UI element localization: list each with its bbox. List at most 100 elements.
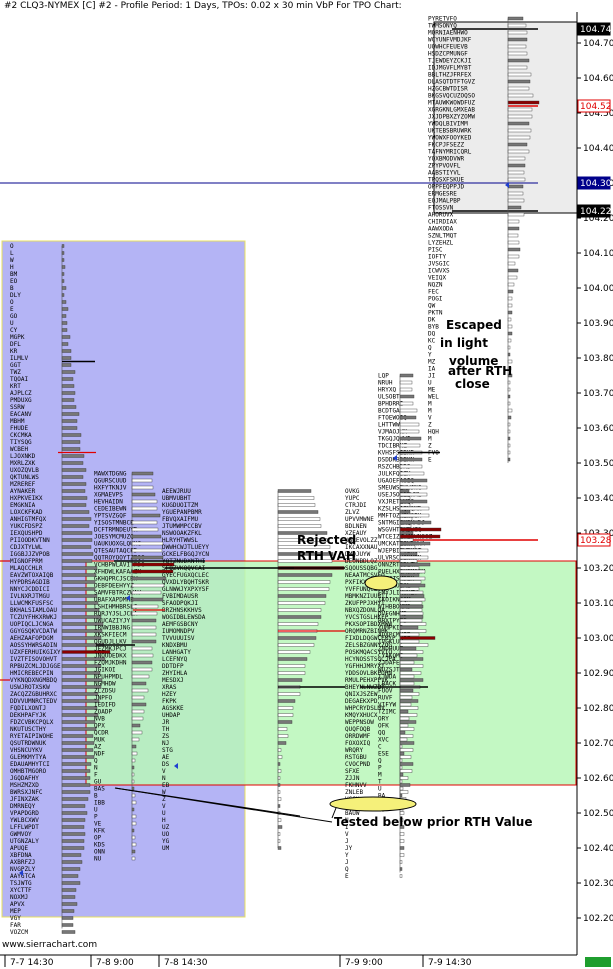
tpo-row: EMGKNIA — [10, 502, 36, 509]
tpo-row: RMULPEHXPPVK — [345, 677, 389, 684]
tpo-row: SQOUSSQBG — [345, 565, 378, 572]
tpo-row: STG — [162, 747, 173, 754]
volume-bar — [61, 461, 84, 465]
tpo-row: NSWOOAKZFKL — [162, 530, 202, 537]
tpo-row: KR — [10, 348, 18, 355]
tpo-row: NGMHDW — [94, 681, 116, 688]
volume-bar — [61, 874, 79, 878]
tpo-row: KNDXBMU — [162, 642, 188, 649]
volume-bar — [399, 576, 426, 581]
volume-bar — [131, 793, 136, 798]
tpo-row: JEZMKJPCJ — [94, 646, 127, 653]
volume-bar — [399, 464, 423, 469]
tpo-row: WEL — [428, 394, 439, 401]
volume-bar — [277, 517, 321, 521]
volume-bar — [61, 909, 75, 913]
blue-marker — [393, 455, 397, 461]
volume-bar — [61, 398, 75, 402]
tpo-row: IKCAXXNAU — [345, 544, 378, 551]
tpo-row: ZNLEB — [345, 789, 363, 796]
volume-bar — [507, 30, 528, 35]
tpo-chart[interactable]: 104.70104.60104.50104.40104.30104.20104.… — [0, 12, 613, 969]
tpo-row: YDDSOVLBKPDHN — [345, 670, 392, 677]
tpo-row: U — [10, 320, 14, 327]
tpo-row: OMHBTMGORO — [10, 768, 47, 775]
tpo-row: Q — [345, 866, 349, 873]
volume-bar — [507, 65, 528, 70]
volume-bar — [399, 734, 414, 738]
volume-bar — [507, 72, 532, 77]
tpo-row: APUQE — [10, 845, 28, 852]
tpo-row: IOFTY — [428, 254, 446, 261]
tpo-row: SZNLTMQT — [428, 233, 457, 240]
volume-bar — [277, 587, 330, 591]
volume-bar — [277, 580, 331, 584]
tpo-row: MGPK — [10, 334, 25, 341]
volume-bar — [399, 786, 404, 791]
tpo-row: XBFDNA — [10, 852, 32, 859]
tpo-row: SSRW — [10, 404, 25, 411]
volume-bar — [131, 716, 144, 721]
volume-bar — [61, 517, 92, 521]
volume-bar — [399, 769, 413, 773]
tpo-row: RUVF — [378, 695, 393, 702]
tpo-row: IJWDA — [378, 674, 396, 681]
volume-bar — [507, 268, 519, 273]
tpo-row: AE — [162, 754, 170, 761]
volume-bar — [399, 443, 421, 448]
volume-bar — [131, 576, 167, 581]
volume-bar — [277, 818, 282, 822]
tpo-row: UZ — [162, 824, 170, 831]
volume-bar — [131, 632, 157, 637]
tpo-row: TKGQJQWWI — [378, 436, 411, 443]
volume-bar — [61, 503, 87, 507]
volume-bar — [399, 401, 414, 406]
tpo-row: ADXPCMHIE — [378, 632, 411, 639]
tpo-row: IKOIKNJQM — [378, 597, 411, 604]
volume-bar — [399, 695, 413, 700]
volume-bar — [61, 433, 82, 437]
tpo-row: FUOV — [378, 688, 393, 695]
volume-bar — [399, 653, 418, 658]
tpo-row: TIYSQG — [10, 439, 32, 446]
tpo-row: DS — [162, 761, 170, 768]
volume-bar — [131, 695, 145, 700]
tpo-row: UBMVUBHT — [162, 495, 191, 502]
volume-bar — [399, 422, 420, 427]
volume-bar — [507, 359, 513, 364]
tpo-row: HZEY — [162, 691, 177, 698]
volume-bar — [507, 100, 540, 105]
tpo-row: H — [10, 264, 14, 271]
y-tick-label: 102.30 — [583, 879, 613, 889]
volume-bar — [131, 856, 136, 861]
volume-bar — [399, 832, 405, 836]
tpo-row: QTESAUTAQCFD — [94, 548, 138, 555]
volume-bar — [399, 790, 409, 794]
tpo-row: DQ — [428, 331, 436, 338]
tpo-row: KUGDUOITZM — [162, 502, 199, 509]
tpo-row: C — [378, 744, 382, 751]
tpo-row: ONNZRTGDLTH — [378, 562, 418, 569]
volume-bar — [61, 531, 93, 535]
volume-bar — [507, 240, 520, 245]
volume-bar — [61, 391, 76, 395]
tpo-row: BDLNEN — [345, 523, 367, 530]
tpo-row: GU — [94, 779, 102, 786]
y-tick-label: 103.90 — [583, 319, 613, 329]
tpo-row: VGY — [10, 915, 21, 922]
tpo-row: TPQSXFSKUE — [428, 177, 465, 184]
volume-bar — [131, 737, 140, 742]
tpo-row: ZPYPVOVFL — [428, 163, 461, 170]
tpo-row: QVXDLYBQHTSKR — [162, 579, 209, 586]
y-tick-label: 102.70 — [583, 739, 613, 749]
volume-bar — [61, 783, 91, 787]
tpo-row: FDZCVBKCPQLX — [10, 719, 54, 726]
tpo-row: HSDZCPMUNGF — [428, 51, 468, 58]
volume-bar — [399, 671, 422, 675]
tpo-row: FKHNVV — [345, 782, 367, 789]
y-tick-label: 104.40 — [583, 144, 613, 154]
tpo-row: JNPFO — [94, 695, 112, 702]
volume-bar — [61, 832, 86, 836]
volume-bar — [399, 853, 405, 857]
volume-bar — [61, 888, 77, 892]
